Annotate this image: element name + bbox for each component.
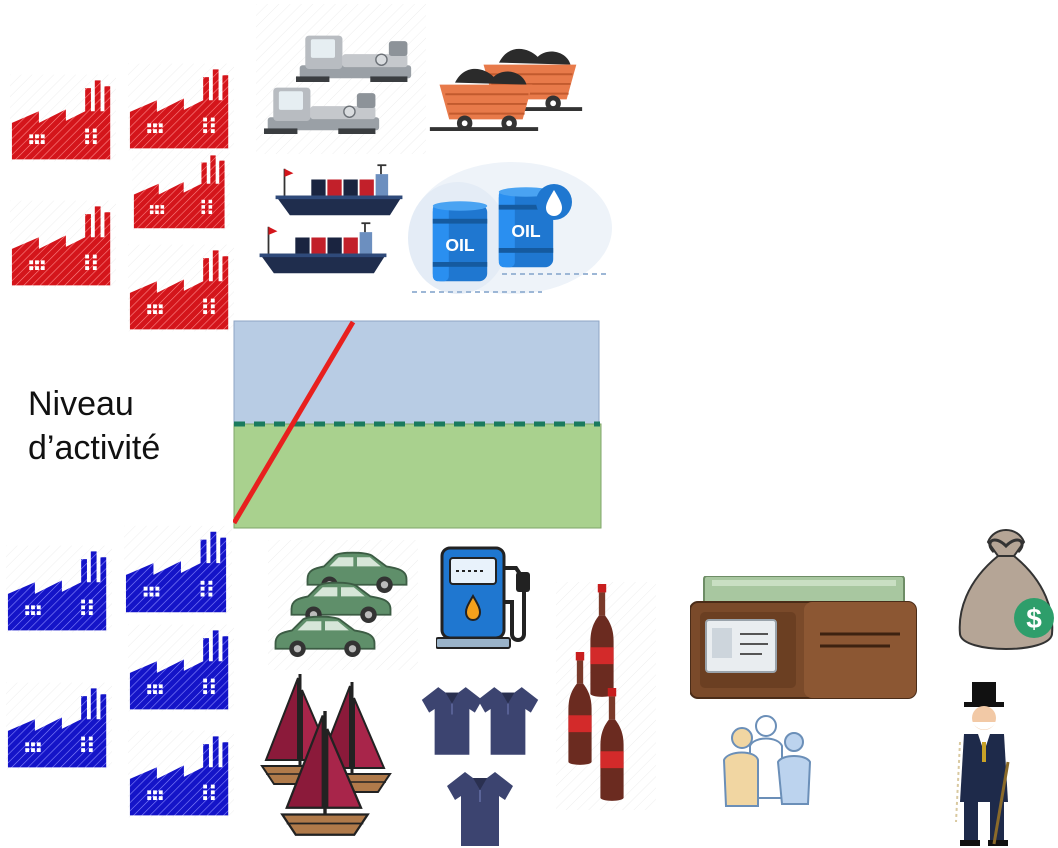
label-line-1: Niveau bbox=[28, 382, 160, 426]
label-line-2: d’activité bbox=[28, 426, 160, 470]
people-icon bbox=[716, 712, 816, 812]
sailboat-icon bbox=[256, 660, 416, 846]
rich-man-icon bbox=[950, 682, 1020, 848]
lower-zone bbox=[234, 424, 601, 528]
mine-cart-icon bbox=[426, 30, 586, 160]
oil-barrel-icon bbox=[402, 158, 612, 298]
factory-icon bbox=[128, 63, 234, 151]
factory-icon bbox=[6, 545, 112, 633]
factory-icon bbox=[124, 524, 232, 616]
factory-icon bbox=[128, 730, 234, 818]
factory-icon bbox=[6, 682, 112, 770]
factory-icon bbox=[128, 244, 234, 332]
soda-bottle-icon bbox=[556, 582, 656, 810]
factory-icon bbox=[128, 150, 234, 230]
factory-icon bbox=[128, 624, 234, 712]
fuel-pump-icon bbox=[436, 542, 536, 652]
upper-zone bbox=[234, 321, 599, 424]
polo-shirt-icon bbox=[420, 680, 544, 848]
svg-text:$: $ bbox=[1026, 603, 1042, 634]
factory-icon bbox=[10, 74, 116, 162]
car-icon bbox=[268, 540, 418, 670]
wallet-icon bbox=[690, 576, 918, 700]
cargo-ship-icon bbox=[256, 156, 406, 286]
activity-chart bbox=[233, 320, 603, 530]
machine-tool-icon bbox=[256, 4, 426, 154]
money-bag-icon: $ bbox=[954, 512, 1058, 664]
activity-level-label: Niveau d’activité bbox=[28, 382, 160, 470]
factory-icon bbox=[10, 200, 116, 288]
